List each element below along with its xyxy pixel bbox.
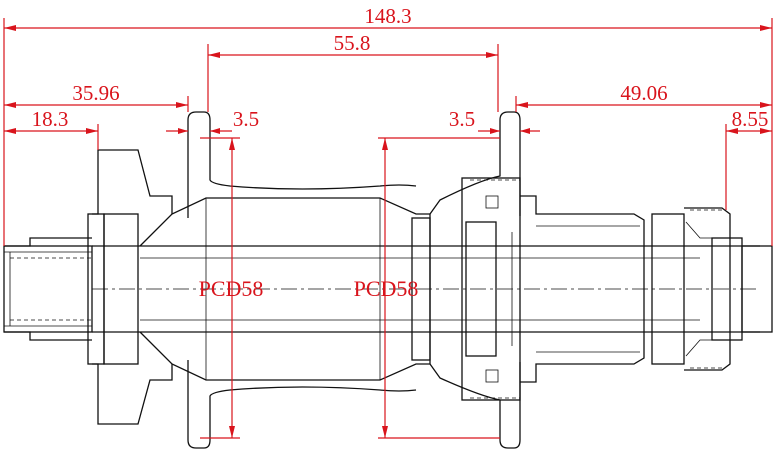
pcd-right-dimension: PCD58 [354, 137, 500, 439]
right-endcap-label: 8.55 [732, 107, 769, 131]
left-flange-offset-label: 35.96 [72, 81, 119, 105]
right-endcap [651, 207, 773, 371]
right-spoke-flange [429, 111, 521, 449]
pcd-left-dimension: PCD58 [199, 137, 264, 439]
dimension-flange-spacing: 55.8 [207, 31, 499, 112]
dimension-right-flange-offset: 49.06 [515, 81, 772, 112]
flange-spacing-label: 55.8 [334, 31, 371, 55]
dimension-left-flange-offset: 35.96 [4, 81, 189, 112]
axle-left-end [3, 237, 93, 341]
dimension-right-flange-width: 3.5 [449, 107, 540, 134]
right-flange-offset-label: 49.06 [620, 81, 667, 105]
overall-length-label: 148.3 [364, 4, 411, 28]
pcd-left-label: PCD58 [199, 276, 264, 301]
right-flange-width-label: 3.5 [449, 107, 475, 131]
left-disc-mount [87, 149, 173, 425]
dimension-left-flange-width: 3.5 [166, 107, 259, 134]
pcd-right-label: PCD58 [354, 276, 419, 301]
left-spoke-flange [187, 111, 417, 449]
hub-body-outline [3, 111, 773, 449]
left-endcap-label: 18.3 [32, 107, 69, 131]
dimension-left-endcap: 18.3 [4, 107, 99, 150]
left-flange-width-label: 3.5 [233, 107, 259, 131]
dimension-right-endcap: 8.55 [725, 107, 772, 210]
dimension-overall: 148.3 [3, 4, 773, 246]
